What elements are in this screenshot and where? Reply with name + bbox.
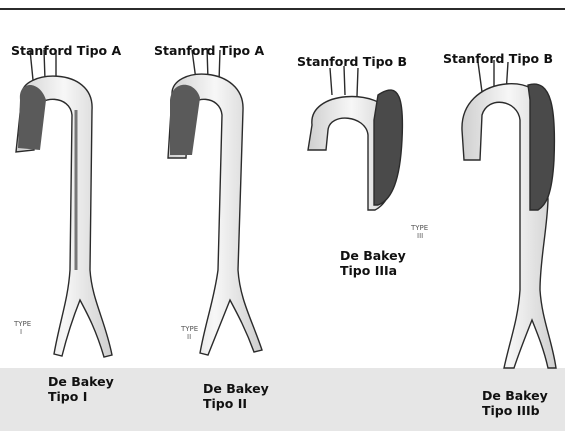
stanford-label-3: Stanford Tipo B [297, 54, 407, 69]
type-label-2: TYPE II [181, 325, 198, 341]
stanford-label-4: Stanford Tipo B [443, 51, 553, 66]
aorta-type-3a [308, 66, 402, 210]
debakey-label-2: De Bakey Tipo II [203, 381, 269, 411]
type-label-3: TYPE III [411, 224, 428, 240]
stanford-label-1: Stanford Tipo A [11, 43, 121, 58]
aorta-type-3b [462, 60, 556, 368]
stanford-label-2: Stanford Tipo A [154, 43, 264, 58]
debakey-label-3: De Bakey Tipo IIIa [340, 248, 406, 278]
debakey-label-4: De Bakey Tipo IIIb [482, 388, 548, 418]
debakey-label-1: De Bakey Tipo I [48, 374, 114, 404]
aorta-type-2 [168, 48, 262, 355]
aorta-type-1 [16, 50, 112, 357]
type-label-1: TYPE I [14, 320, 31, 336]
